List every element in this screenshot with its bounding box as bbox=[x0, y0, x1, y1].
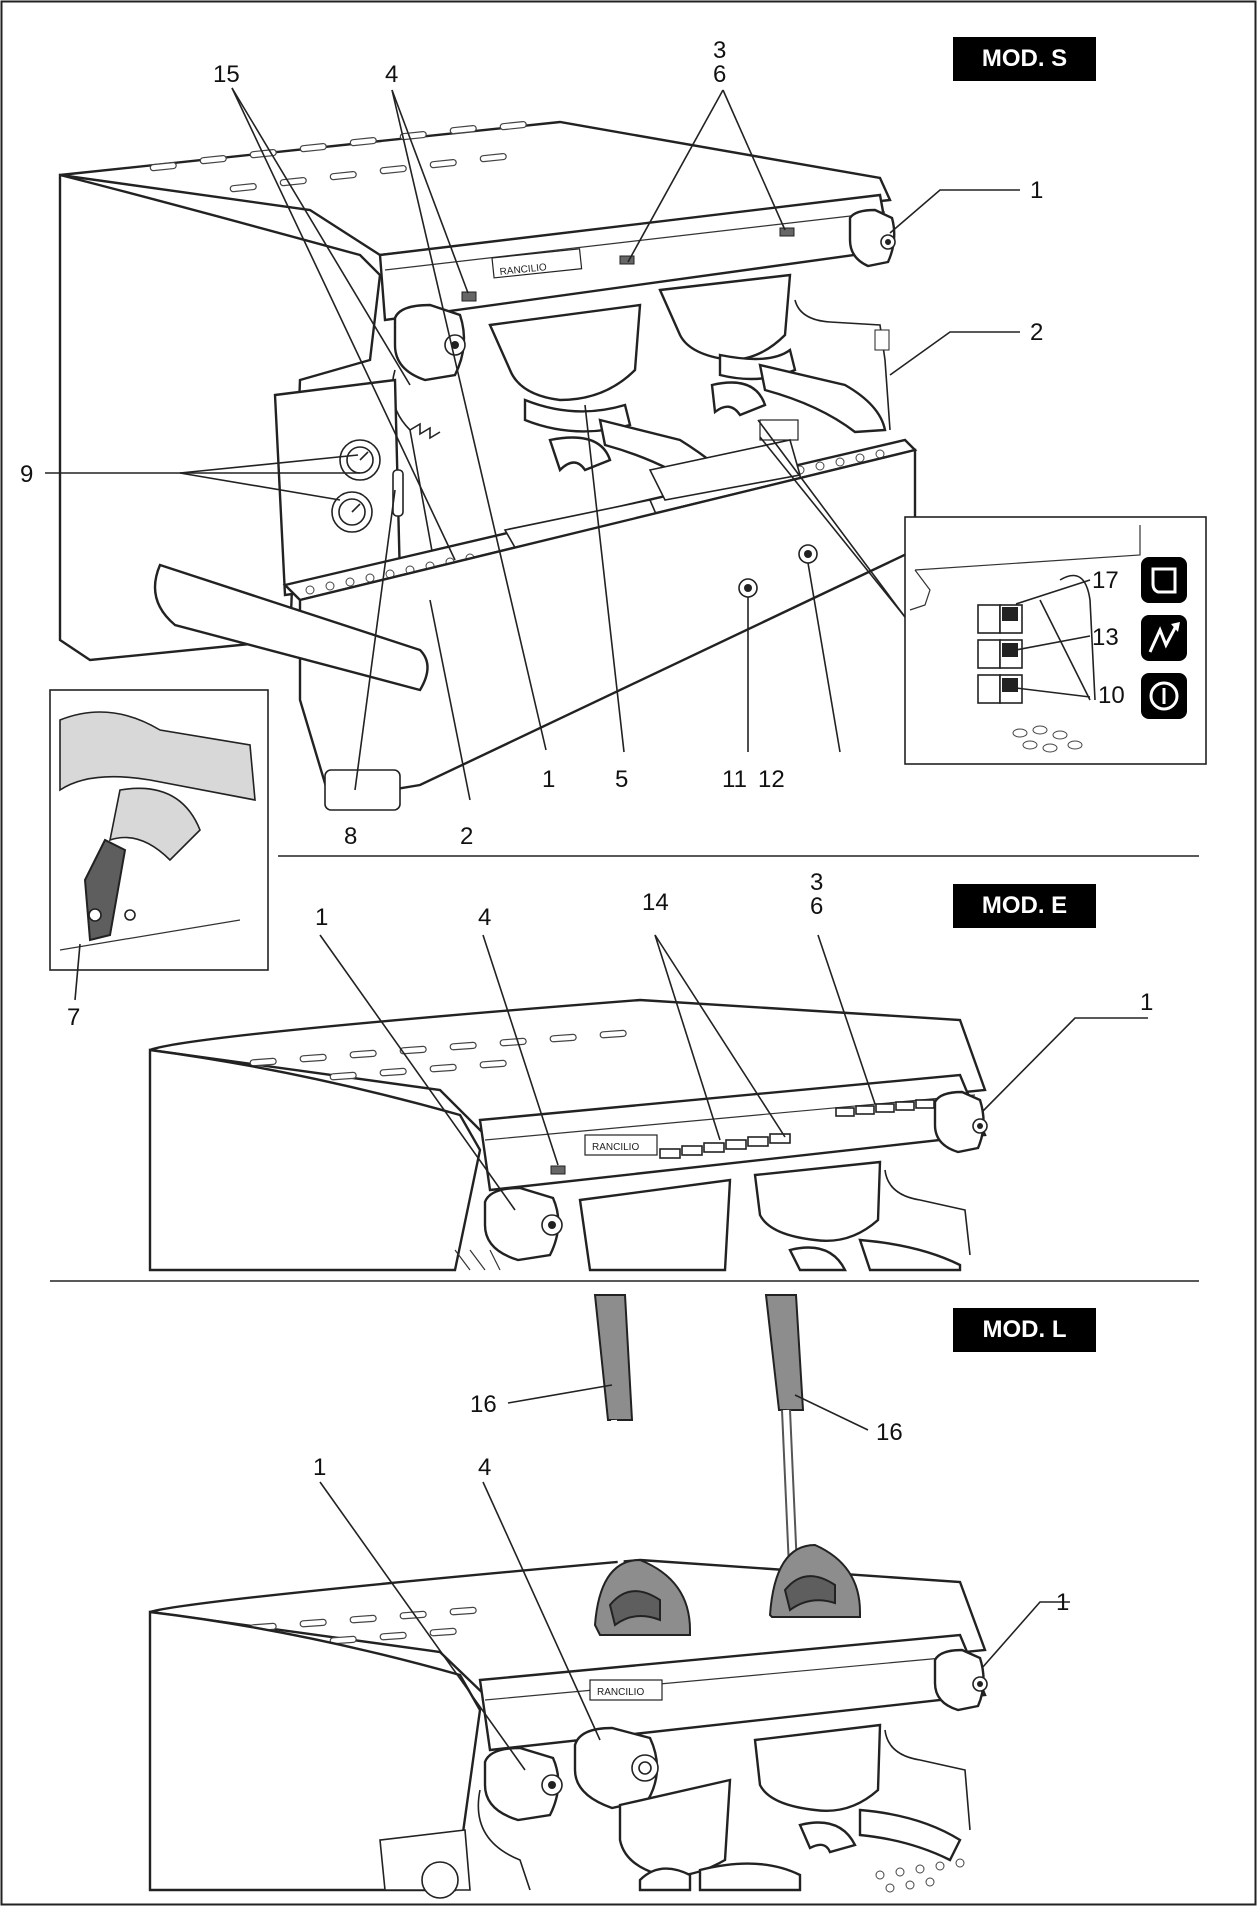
label-e-3: 3 bbox=[810, 869, 823, 896]
label-8: 8 bbox=[344, 823, 357, 850]
label-7: 7 bbox=[67, 1004, 80, 1031]
label-e-1b: 1 bbox=[1140, 989, 1153, 1016]
mini-power-icon bbox=[1002, 678, 1018, 692]
panel-tray-holes bbox=[1012, 725, 1083, 753]
label-15: 15 bbox=[213, 61, 240, 88]
brand-logo-e: RANCILIO bbox=[592, 1142, 639, 1153]
steam-knob-right bbox=[848, 208, 896, 268]
inset-detail-s bbox=[49, 689, 269, 971]
steam-knob-left-l bbox=[483, 1746, 563, 1822]
label-2: 2 bbox=[1030, 319, 1043, 346]
model-badge-s: MOD. S bbox=[953, 37, 1096, 81]
lever-left bbox=[593, 1294, 691, 1636]
label-1b: 1 bbox=[542, 766, 555, 793]
mini-steam-icon bbox=[1002, 643, 1018, 657]
label-11: 11 bbox=[722, 766, 747, 793]
steam-knob-right-l bbox=[933, 1648, 988, 1712]
brand-logo-s: RANCILIO bbox=[499, 262, 547, 278]
label-e-4: 4 bbox=[478, 904, 491, 931]
steam-icon bbox=[1141, 615, 1187, 661]
model-badge-e: MOD. E bbox=[953, 884, 1096, 928]
display-row-left bbox=[659, 1133, 791, 1159]
label-4: 4 bbox=[385, 61, 398, 88]
machine-mod-l: RANCILIO bbox=[148, 1294, 988, 1899]
label-1: 1 bbox=[1030, 177, 1043, 204]
leader-lines-l bbox=[319, 1384, 1070, 1771]
power-icon bbox=[1141, 673, 1187, 719]
label-l-1: 1 bbox=[313, 1454, 326, 1481]
label-l-16b: 16 bbox=[876, 1419, 903, 1446]
label-13: 13 bbox=[1092, 624, 1119, 651]
label-12: 12 bbox=[758, 766, 785, 793]
cup-rail-e bbox=[454, 1249, 501, 1271]
label-l-16a: 16 bbox=[470, 1391, 497, 1418]
label-17: 17 bbox=[1092, 567, 1119, 594]
label-3: 3 bbox=[713, 37, 726, 64]
label-e-6: 6 bbox=[810, 893, 823, 920]
water-knob-l bbox=[573, 1726, 659, 1810]
cup-icon bbox=[1141, 557, 1187, 603]
label-e-14: 14 bbox=[642, 889, 669, 916]
label-9: 9 bbox=[20, 461, 33, 488]
steam-knob-left bbox=[393, 303, 466, 382]
machine-mod-e: RANCILIO bbox=[148, 998, 988, 1272]
machine-mod-s: RANCILIO bbox=[58, 120, 918, 811]
mini-cup-icon bbox=[1002, 607, 1018, 621]
lever-right bbox=[764, 1294, 861, 1618]
tray-holes-l bbox=[875, 1858, 965, 1893]
model-badge-l: MOD. L bbox=[953, 1308, 1096, 1352]
steam-knob-left-e bbox=[483, 1186, 563, 1262]
steam-knob-right-e bbox=[933, 1090, 988, 1154]
label-l-1b: 1 bbox=[1056, 1589, 1069, 1616]
display-row-right bbox=[835, 1099, 935, 1117]
brand-logo-l: RANCILIO bbox=[597, 1687, 644, 1698]
leader-lines-e bbox=[319, 934, 1148, 1211]
top-vents-e bbox=[249, 1029, 627, 1085]
label-2b: 2 bbox=[460, 823, 473, 850]
label-l-4: 4 bbox=[478, 1454, 491, 1481]
leader-lines-s bbox=[45, 87, 1091, 1001]
label-6: 6 bbox=[713, 61, 726, 88]
label-10: 10 bbox=[1098, 682, 1125, 709]
label-5: 5 bbox=[615, 766, 628, 793]
switch-panel-detail bbox=[904, 516, 1207, 765]
label-e-1: 1 bbox=[315, 904, 328, 931]
